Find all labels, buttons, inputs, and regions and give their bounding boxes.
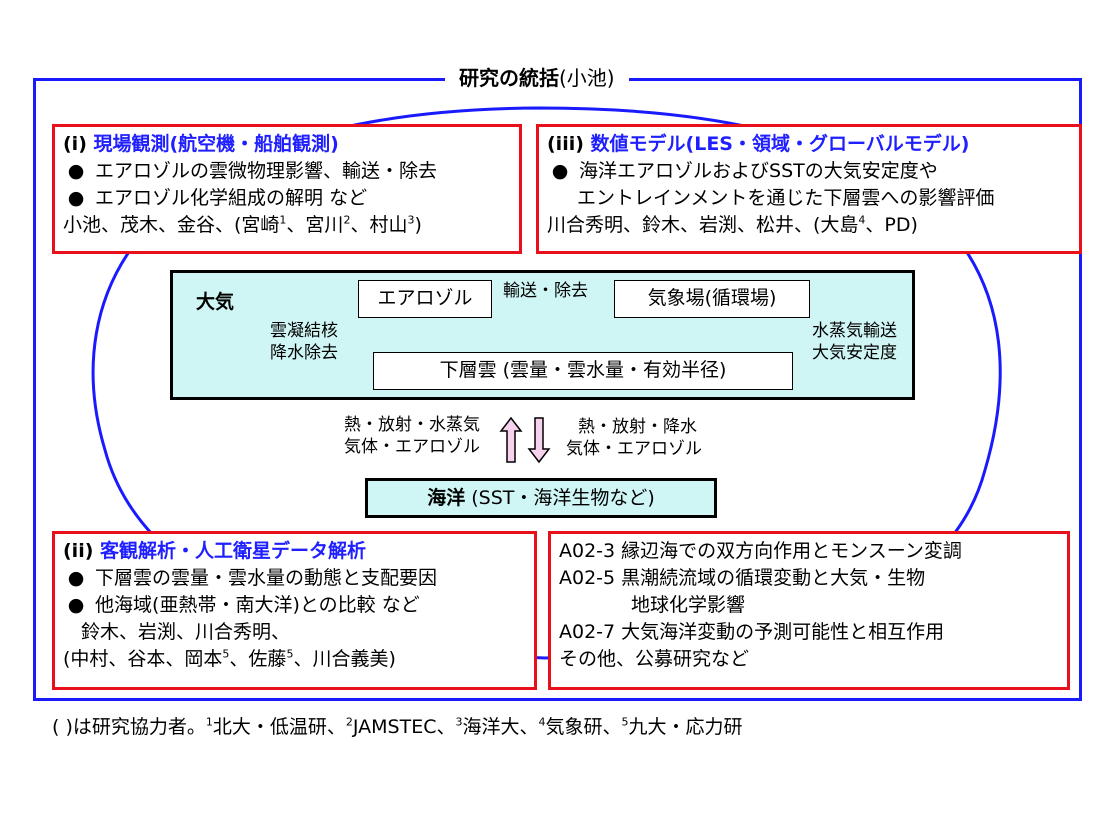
heading-title: 現場観測(航空機・船舶観測) <box>93 133 339 155</box>
footnote-mark: 3 <box>407 213 415 227</box>
members-text: 小池、茂木、金谷、(宮崎 <box>63 214 280 236</box>
members-line: 川合秀明、鈴木、岩渕、松井、(大島4、PD) <box>547 212 1071 239</box>
footnote-mark: 4 <box>538 715 546 729</box>
footnote-mark: 5 <box>222 647 230 661</box>
numerical-model-box: (iii) 数値モデル(LES・領域・グローバルモデル) ● 海洋エアロゾルおよ… <box>536 124 1082 254</box>
bullet-icon: ● <box>67 187 85 209</box>
footnote-text: 九大・応力研 <box>628 716 743 738</box>
atmosphere-label: 大気 <box>196 291 235 313</box>
title-normal: (小池) <box>559 66 615 90</box>
footnote-text: 北大・低温研、 <box>212 716 346 738</box>
ocean-detail: (SST・海洋生物など) <box>465 487 655 509</box>
members-line: (中村、谷本、岡本5、佐藤5、川合義美) <box>63 646 526 673</box>
label-line: 熱・放射・降水 <box>578 417 697 437</box>
footnote-mark: 1 <box>205 715 213 729</box>
bullet-icon: ● <box>67 160 85 182</box>
label-line: 気体・エアロゾル <box>344 437 480 457</box>
item-text: エアロゾルの雲微物理影響、輸送・除去 <box>95 160 438 182</box>
label-line: 降水除去 <box>270 343 338 363</box>
downward-flux-label: 熱・放射・降水 気体・エアロゾル <box>566 416 702 460</box>
members-text: ) <box>414 214 422 236</box>
footnote-text: 海洋大、 <box>462 716 539 738</box>
footnote-mark: 1 <box>279 213 287 227</box>
field-observation-heading: (i) 現場観測(航空機・船舶観測) <box>63 131 511 158</box>
heading-number: (i) <box>63 133 94 155</box>
numerical-model-heading: (iii) 数値モデル(LES・領域・グローバルモデル) <box>547 131 1071 158</box>
members-text: 、宮川 <box>286 214 344 236</box>
bullet-icon: ● <box>67 567 85 589</box>
project-line: A02-3 縁辺海での双方向作用とモンスーン変調 <box>559 540 962 562</box>
members-text: 、川合義美) <box>293 648 396 670</box>
related-projects-box: A02-3 縁辺海での双方向作用とモンスーン変調 A02-5 黒潮続流域の循環変… <box>548 531 1070 690</box>
footnote-text: JAMSTEC、 <box>352 716 456 738</box>
list-item: ● エアロゾルの雲微物理影響、輸送・除去 <box>63 158 511 185</box>
label-line: 大気安定度 <box>812 343 897 363</box>
members-text: 、PD) <box>865 214 918 236</box>
item-text: 下層雲の雲量・雲水量の動態と支配要因 <box>95 567 438 589</box>
members-text: 、村山 <box>350 214 408 236</box>
label-line: 熱・放射・水蒸気 <box>344 415 480 435</box>
footnote-mark: 2 <box>345 715 353 729</box>
transport-label: 輸送・除去 <box>503 281 588 301</box>
field-observation-box: (i) 現場観測(航空機・船舶観測) ● エアロゾルの雲微物理影響、輸送・除去 … <box>52 124 522 254</box>
members-text: 川合秀明、鈴木、岩渕、松井、(大島 <box>547 214 859 236</box>
project-line: A02-7 大気海洋変動の予測可能性と相互作用 <box>559 621 945 643</box>
frame-title: 研究の統括(小池) <box>445 64 629 92</box>
bullet-icon: ● <box>551 160 569 182</box>
list-item: ● 海洋エアロゾルおよびSSTの大気安定度や <box>547 158 1071 185</box>
bullet-icon: ● <box>67 594 85 616</box>
project-line: A02-5 黒潮続流域の循環変動と大気・生物 <box>559 567 926 589</box>
ocean-box: 海洋 (SST・海洋生物など) <box>365 478 717 518</box>
label-line: 水蒸気輸送 <box>812 321 897 341</box>
downward-flux-arrow <box>527 417 551 464</box>
reanalysis-satellite-box: (ii) 客観解析・人工衛星データ解析 ● 下層雲の雲量・雲水量の動態と支配要因… <box>52 531 537 690</box>
title-bold: 研究の統括 <box>459 66 559 90</box>
members-text: (中村、谷本、岡本 <box>63 648 223 670</box>
item-text: 他海域(亜熱帯・南大洋)との比較 など <box>95 594 420 616</box>
item-text: エアロゾル化学組成の解明 など <box>95 187 368 209</box>
footnote-text: ( )は研究協力者。 <box>52 716 206 738</box>
label-line: 雲凝結核 <box>270 321 338 341</box>
label-line: 気体・エアロゾル <box>566 439 702 459</box>
upward-flux-label: 熱・放射・水蒸気 気体・エアロゾル <box>344 414 480 458</box>
condensation-label: 雲凝結核 降水除去 <box>270 320 338 364</box>
footnote-text: 気象研、 <box>545 716 622 738</box>
upward-flux-arrow <box>499 416 523 463</box>
list-item: ● エアロゾル化学組成の解明 など <box>63 185 511 212</box>
heading-title: 客観解析・人工衛星データ解析 <box>100 540 367 562</box>
members-text: 、佐藤 <box>229 648 287 670</box>
members-line: 小池、茂木、金谷、(宮崎1、宮川2、村山3) <box>63 212 511 239</box>
list-item-continuation: エントレインメントを通じた下層雲への影響評価 <box>577 187 995 209</box>
footnote-mark: 5 <box>286 647 294 661</box>
footnote-mark: 5 <box>621 715 629 729</box>
footnote: ( )は研究協力者。1北大・低温研、2JAMSTEC、3海洋大、4気象研、5九大… <box>52 714 743 740</box>
item-text: 海洋エアロゾルおよびSSTの大気安定度や <box>579 160 938 182</box>
list-item: ● 他海域(亜熱帯・南大洋)との比較 など <box>63 592 526 619</box>
heading-title: 数値モデル(LES・領域・グローバルモデル) <box>590 133 970 155</box>
footnote-mark: 2 <box>343 213 351 227</box>
footnote-mark: 3 <box>455 715 463 729</box>
low-cloud-box: 下層雲 (雲量・雲水量・有効半径) <box>373 352 793 390</box>
weather-box: 気象場(循環場) <box>614 280 810 318</box>
reanalysis-satellite-heading: (ii) 客観解析・人工衛星データ解析 <box>63 538 526 565</box>
heading-number: (ii) <box>63 540 101 562</box>
aerosol-box: エアロゾル <box>358 280 492 318</box>
project-line: その他、公募研究など <box>559 648 750 670</box>
list-item: ● 下層雲の雲量・雲水量の動態と支配要因 <box>63 565 526 592</box>
project-line-continuation: 地球化学影響 <box>631 594 746 616</box>
ocean-label: 海洋 <box>427 487 466 509</box>
heading-number: (iii) <box>547 133 591 155</box>
footnote-mark: 4 <box>858 213 866 227</box>
members-line: 鈴木、岩渕、川合秀明、 <box>81 621 291 643</box>
vapor-transport-label: 水蒸気輸送 大気安定度 <box>812 320 897 364</box>
